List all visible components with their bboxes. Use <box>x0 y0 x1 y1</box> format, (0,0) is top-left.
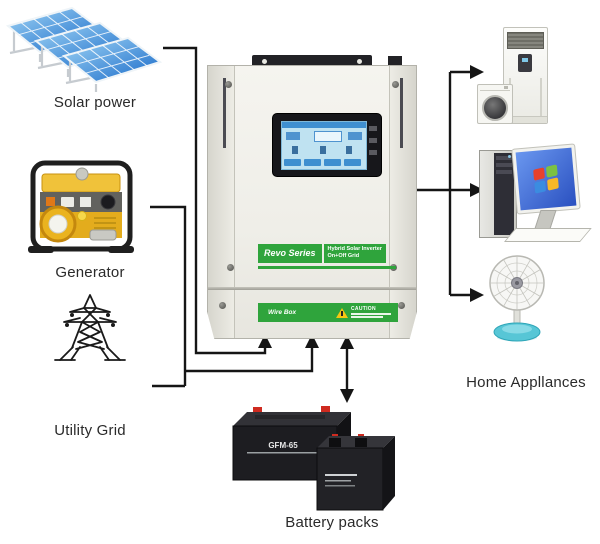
caution-title: CAUTION <box>351 306 376 312</box>
drive-bay <box>496 170 512 174</box>
tower-front-panel <box>494 153 514 235</box>
lcd-button <box>304 159 321 166</box>
arrow-head-up-icon <box>340 335 354 349</box>
caution-label: CAUTION <box>336 307 391 318</box>
mounting-bracket <box>252 55 372 68</box>
washer-top-panel <box>480 90 510 91</box>
screw <box>392 81 399 88</box>
solar-panels-icon <box>6 6 162 94</box>
arrow-head-up-icon <box>305 334 319 348</box>
wire-box-bar: Wire Box CAUTION <box>258 303 398 322</box>
solar-to-inverter-line <box>163 46 267 355</box>
caution-fine-print <box>351 313 391 315</box>
screw <box>227 264 234 271</box>
warning-triangle-icon <box>336 307 348 318</box>
bezel-button <box>369 126 377 131</box>
solar-power-label: Solar power <box>53 94 137 111</box>
lcd-icon <box>292 146 298 154</box>
mounting-hole <box>262 59 267 64</box>
product-line1: Hybrid Solar Inverter <box>327 246 382 252</box>
lcd-graphic <box>314 131 342 142</box>
lcd-graphic <box>286 132 300 140</box>
generator-icon <box>28 160 134 253</box>
arrow-head-right-icon <box>470 183 484 197</box>
drive-bay <box>496 163 512 167</box>
vent-slot <box>223 78 226 148</box>
screw <box>398 302 405 309</box>
product-name: Hybrid Solar Inverter On+Off Grid <box>323 244 386 263</box>
ac-base <box>504 116 547 123</box>
arrow-head-right-icon <box>470 65 484 79</box>
monitor-screen <box>515 147 577 211</box>
lcd-screen <box>281 121 367 170</box>
home-appliances-label: Home Appllances <box>466 374 586 391</box>
body-seam <box>208 287 416 290</box>
lcd-button <box>344 159 361 166</box>
band-underline <box>258 266 396 269</box>
inverter-unit: Revo Series Hybrid Solar Inverter On+Off… <box>207 55 417 339</box>
ac-display <box>518 54 532 72</box>
power-led <box>508 155 511 158</box>
battery-packs-icon: GFM-65 <box>232 406 395 511</box>
drive-bay <box>496 156 512 160</box>
washer-door <box>482 95 508 121</box>
product-line2: On+Off Grid <box>327 253 360 260</box>
grid-feed-line <box>185 347 314 373</box>
battery-model-label: GFM-65 <box>268 441 298 450</box>
arrow-head-down-icon <box>340 389 354 403</box>
washing-machine-icon <box>477 84 513 124</box>
left-flange <box>208 66 235 338</box>
mounting-hole <box>357 59 362 64</box>
small-battery <box>316 434 395 511</box>
wire-box-label: Wire Box <box>268 309 297 316</box>
series-name: Revo Series <box>258 244 322 263</box>
arrow-head-up-icon <box>258 334 272 348</box>
bezel-button <box>369 150 377 155</box>
inverter-to-appliances-line <box>415 70 471 297</box>
generator-to-inverter-line <box>150 205 187 386</box>
table-fan-icon <box>489 255 545 342</box>
lcd-button <box>324 159 341 166</box>
lcd-icon <box>346 146 352 154</box>
mounting-bracket-tab <box>388 56 402 65</box>
generator-label: Generator <box>55 264 125 281</box>
utility-grid-icon <box>54 294 126 361</box>
inverter-body: Revo Series Hybrid Solar Inverter On+Off… <box>207 65 417 339</box>
utility-grid-label: Utility Grid <box>54 422 126 439</box>
windows-logo-icon <box>533 164 559 194</box>
ac-vent-grille <box>507 32 544 49</box>
bezel-button <box>369 138 377 143</box>
screw <box>219 302 226 309</box>
lcd-icon <box>320 146 326 154</box>
lcd-header-bar <box>282 122 366 128</box>
vent-slot <box>400 78 403 148</box>
battery-packs-label: Battery packs <box>285 514 379 531</box>
lcd-graphic <box>348 132 362 140</box>
keyboard-icon <box>504 228 592 242</box>
arrow-head-right-icon <box>470 288 484 302</box>
ac-side-slot <box>540 78 542 116</box>
screw <box>225 81 232 88</box>
computer-tower-icon <box>479 150 517 238</box>
monitor-icon <box>511 143 581 215</box>
lcd-display <box>272 113 382 177</box>
product-band: Revo Series Hybrid Solar Inverter On+Off… <box>258 244 386 263</box>
lcd-button <box>284 159 301 166</box>
caution-fine-print <box>351 316 383 318</box>
washer-knob <box>504 86 508 89</box>
